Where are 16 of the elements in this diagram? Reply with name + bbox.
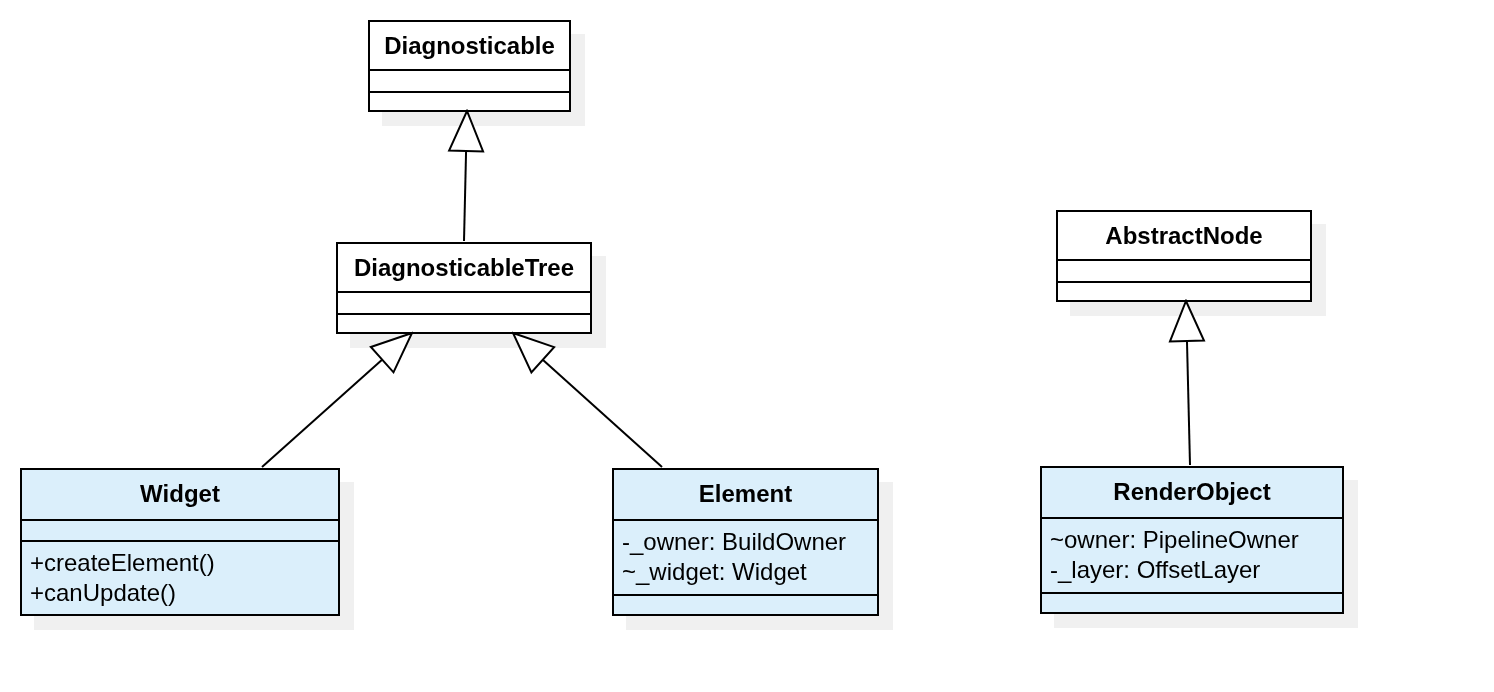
attribute-text: ~_widget: Widget bbox=[622, 557, 808, 588]
attribute-text: ~owner: PipelineOwner bbox=[1050, 525, 1300, 556]
method-text: +canUpdate() bbox=[30, 578, 178, 609]
method-text: +createElement() bbox=[30, 548, 216, 579]
inheritance-arrow bbox=[448, 110, 485, 242]
class-name: Element bbox=[698, 480, 793, 509]
class-name: RenderObject bbox=[1113, 478, 1271, 507]
class-name: Diagnosticable bbox=[384, 31, 555, 60]
class-name: AbstractNode bbox=[1105, 221, 1263, 250]
attribute-text: -_owner: BuildOwner bbox=[622, 527, 848, 558]
class-name: DiagnosticableTree bbox=[353, 253, 575, 282]
inheritance-arrow bbox=[1169, 300, 1205, 466]
class-name: Widget bbox=[140, 480, 220, 509]
attribute-text: -_layer: OffsetLayer bbox=[1050, 555, 1262, 586]
inheritance-arrow bbox=[261, 332, 413, 468]
inheritance-arrow bbox=[512, 332, 663, 468]
